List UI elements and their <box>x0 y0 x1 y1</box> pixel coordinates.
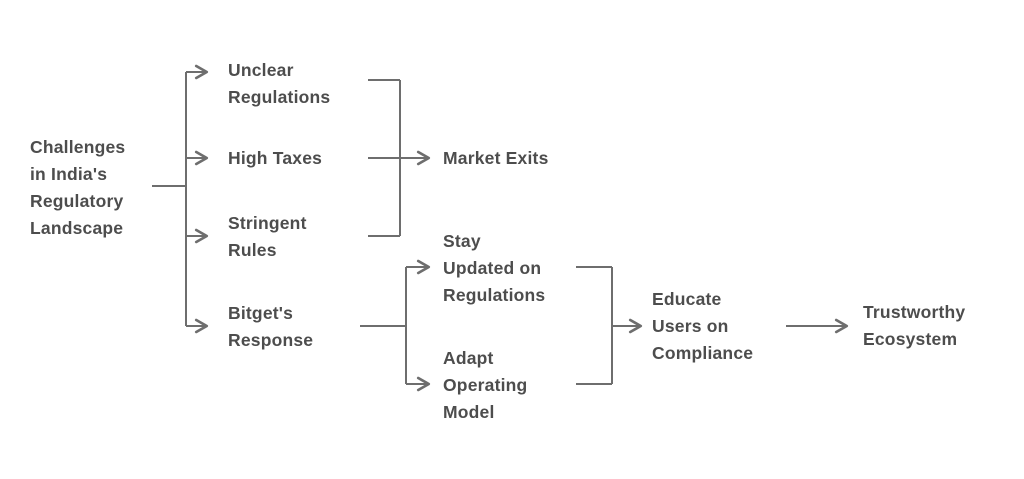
node-bitgets-response: Bitget's Response <box>228 303 314 350</box>
node-stay-updated-on-regulations: Stay Updated on Regulations <box>443 231 546 305</box>
node-educate-users-on-compliance: Educate Users on Compliance <box>652 289 754 363</box>
node-unclear-regulations: Unclear Regulations <box>228 60 331 107</box>
node-market-exits: Market Exits <box>443 148 549 168</box>
node-adapt-operating-model: Adapt Operating Model <box>443 348 528 422</box>
node-high-taxes: High Taxes <box>228 148 323 168</box>
node-challenges-root: Challenges in India's Regulatory Landsca… <box>30 137 126 238</box>
node-trustworthy-ecosystem: Trustworthy Ecosystem <box>863 302 966 349</box>
node-stringent-rules: Stringent Rules <box>228 213 307 260</box>
